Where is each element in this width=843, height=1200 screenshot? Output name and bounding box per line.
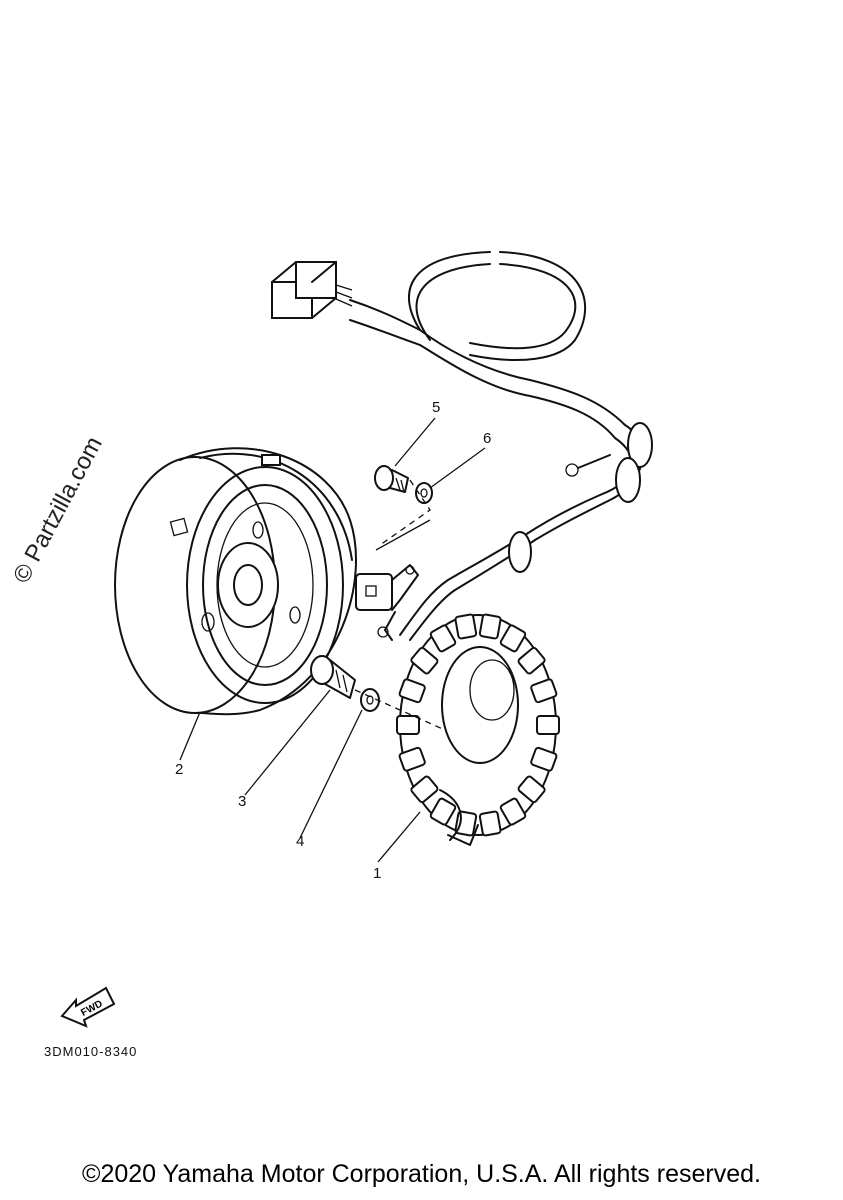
callout-3: 3 [238, 793, 246, 810]
callout-1: 1 [373, 865, 381, 882]
callout-2: 2 [175, 761, 183, 778]
bolt-item-5 [374, 465, 409, 493]
stator-tooth [517, 646, 546, 675]
stator-tooth [478, 613, 502, 640]
stator-tooth [396, 715, 420, 735]
stator-tooth [536, 715, 560, 735]
alignment-lines [354, 479, 446, 731]
callout-6: 6 [483, 430, 491, 447]
callout-4: 4 [296, 833, 304, 850]
stator-tooth [517, 775, 546, 804]
stator-tooth [530, 678, 558, 704]
stator-tooth [454, 613, 478, 640]
stator-tooth [478, 810, 502, 837]
washer-item-6 [415, 482, 433, 504]
wire-harness [349, 251, 653, 641]
leader-lines [179, 417, 486, 863]
callout-5: 5 [432, 399, 440, 416]
bolt-item-3 [310, 655, 356, 699]
stator-tooth [398, 746, 426, 772]
stator-tooth [398, 678, 426, 704]
copyright-notice: ©2020 Yamaha Motor Corporation, U.S.A. A… [82, 1160, 761, 1188]
stator-tooth [410, 646, 439, 675]
stator-tooth [429, 797, 457, 826]
stator-coil [396, 613, 560, 846]
pickup-coil [355, 519, 431, 641]
stator-tooth [429, 624, 457, 653]
stator-tooth [530, 746, 558, 772]
wire-connector [271, 261, 353, 319]
diagram-code: 3DM010-8340 [44, 1044, 138, 1059]
generator-exploded-diagram: 1 2 3 4 5 6 FWD [60, 251, 653, 1028]
stator-tooth [499, 797, 527, 826]
stator-tooth [454, 810, 478, 837]
flywheel-rotor [114, 447, 357, 716]
stator-tooth [499, 624, 527, 653]
forward-arrow-icon: FWD [60, 986, 116, 1028]
stator-tooth [410, 775, 439, 804]
